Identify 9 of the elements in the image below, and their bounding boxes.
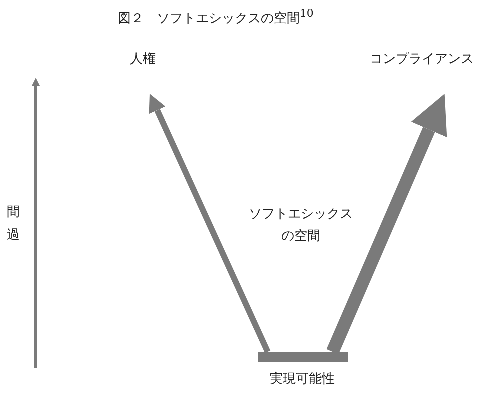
text-label: 過 [7,227,20,245]
text-label: 間 [7,204,20,222]
text-label: ソフトエシックスの空間 [248,206,354,246]
node-label: 実現可能性 [270,371,335,389]
arrow [326,94,448,355]
figure-title: 図２ ソフトエシックスの空間$^{10}$ [118,6,314,28]
node-label: 人権 [130,51,157,69]
arrow [149,94,271,354]
node-label: コンプライアンス [370,51,475,69]
